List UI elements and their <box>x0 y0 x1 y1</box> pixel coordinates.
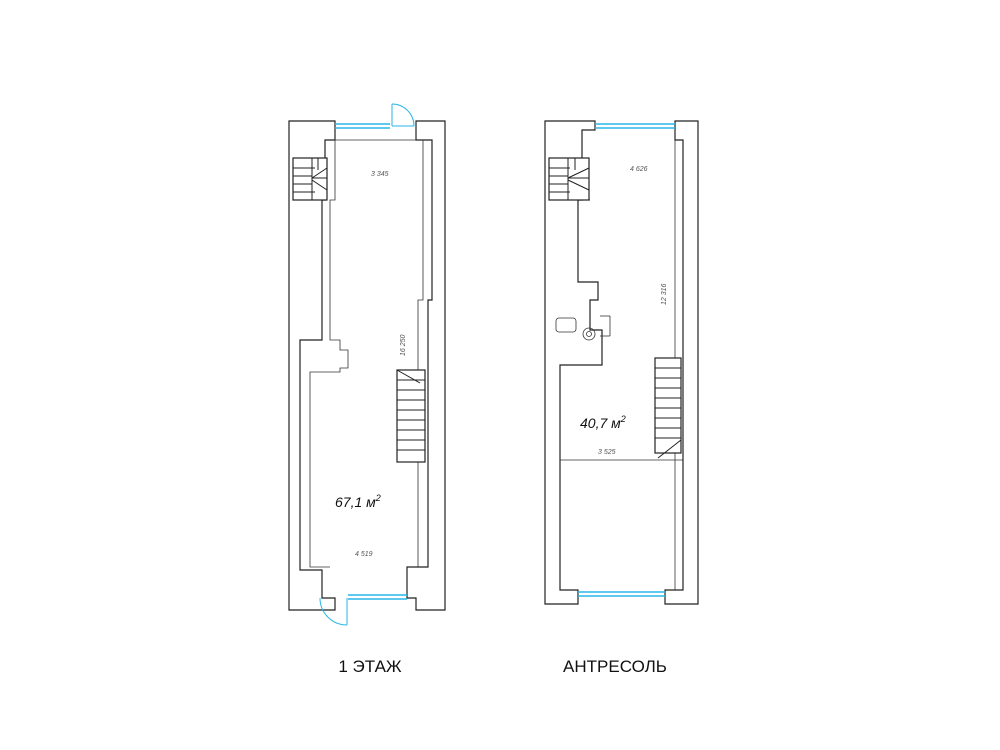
mezzanine-left-wall <box>544 120 603 605</box>
floor-1-dim-length: 16 250 <box>400 334 407 356</box>
mezzanine-bottom-window <box>578 591 665 597</box>
mezzanine-top-window <box>595 123 675 129</box>
mezzanine-dim-top-width: 4 626 <box>630 166 648 173</box>
floor-1-top-window <box>335 123 390 129</box>
floor-1-bottom-window <box>348 594 407 600</box>
mezzanine-straight-stair <box>654 357 682 459</box>
floor-1-right-wall <box>406 120 446 611</box>
mezzanine-dim-mid-width: 3 525 <box>598 449 616 456</box>
floor-1-top-door <box>391 103 415 127</box>
floor-1-area-label: 67,1 м2 <box>335 493 381 510</box>
mezzanine-caption: АНТРЕСОЛЬ <box>563 657 667 676</box>
floor-1-dim-bottom-width: 4 519 <box>355 551 373 558</box>
floor-1-plan: 3 345 16 250 4 519 67,1 м2 <box>288 103 446 626</box>
mezzanine-area-label: 40,7 м2 <box>580 414 626 431</box>
floor-1-straight-stair <box>396 369 426 463</box>
mezzanine-plan: 4 626 12 316 3 525 40,7 м2 <box>544 120 699 605</box>
floor-1-spiral-stair <box>292 157 328 201</box>
mezzanine-dim-length: 12 316 <box>661 283 668 305</box>
floor-1-dim-top-width: 3 345 <box>371 171 389 178</box>
mezzanine-spiral-stair <box>548 157 590 201</box>
floor-1-left-wall <box>288 120 336 611</box>
mezzanine-right-wall <box>664 120 699 605</box>
floor-1-bottom-door <box>319 597 348 626</box>
mezzanine-bathroom-fixtures <box>555 315 611 341</box>
floor-1-caption: 1 ЭТАЖ <box>338 657 402 676</box>
